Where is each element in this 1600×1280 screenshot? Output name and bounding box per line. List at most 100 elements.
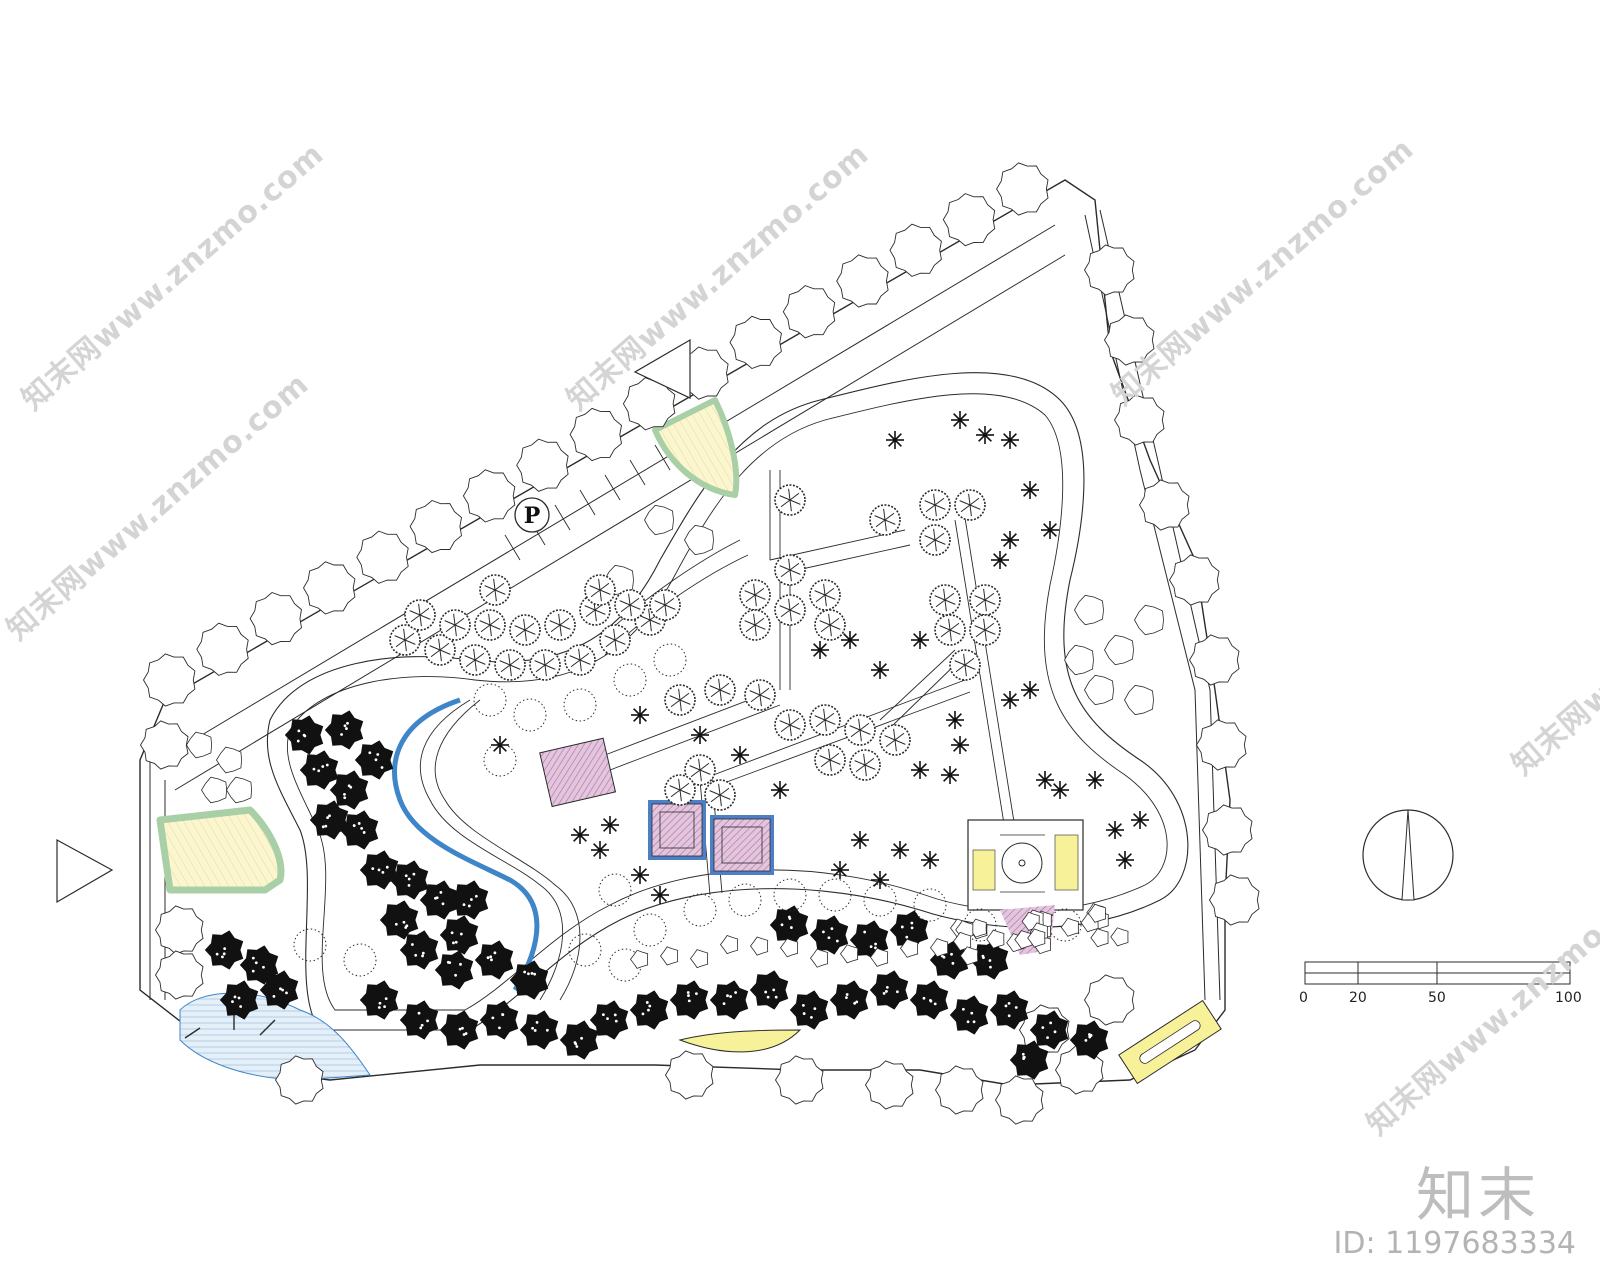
tree-symbol-icon — [529, 649, 561, 681]
tree-symbol-icon — [774, 709, 806, 741]
tree-symbol-icon — [1131, 811, 1149, 829]
tree-symbol-icon — [516, 438, 569, 492]
tree-symbol-icon — [633, 913, 667, 947]
tree-symbol-icon — [449, 880, 489, 920]
tree-symbol-icon — [864, 1060, 914, 1110]
tree-symbol-icon — [841, 631, 859, 649]
tree-symbol-icon — [462, 469, 516, 523]
tree-symbol-icon — [749, 936, 769, 956]
tree-symbol-icon — [963, 908, 997, 942]
tree-symbol-icon — [664, 684, 696, 716]
tree-symbol-icon — [1103, 314, 1155, 366]
tree-symbol-icon — [774, 1055, 824, 1105]
tree-symbol-icon — [1064, 644, 1094, 676]
tree-symbol-icon — [946, 711, 964, 729]
tree-symbol-icon — [782, 285, 836, 339]
tree-symbol-icon — [949, 649, 981, 681]
brand-logo: 知末 — [1415, 1161, 1540, 1229]
tree-symbol-icon — [1188, 634, 1240, 686]
tree-symbol-icon — [959, 946, 979, 966]
tree-symbol-icon — [219, 980, 259, 1020]
tree-symbol-icon — [871, 661, 889, 679]
tree-symbol-icon — [951, 736, 969, 754]
tree-symbol-icon — [186, 731, 213, 759]
tree-symbol-icon — [356, 530, 409, 584]
tree-symbol-icon — [439, 915, 479, 955]
tree-symbol-icon — [559, 1020, 599, 1060]
tree-symbol-icon — [299, 750, 339, 790]
tree-symbol-icon — [389, 860, 429, 900]
tree-symbol-icon — [601, 816, 619, 834]
tree-symbol-icon — [1168, 554, 1220, 606]
tree-symbol-icon — [1001, 431, 1019, 449]
tree-symbol-icon — [1029, 1010, 1069, 1050]
tree-symbol-icon — [1021, 481, 1039, 499]
tree-symbol-icon — [309, 800, 349, 840]
tree-symbol-icon — [951, 411, 969, 429]
tree-symbol-icon — [731, 746, 749, 764]
tree-symbol-icon — [599, 624, 631, 656]
tree-symbol-icon — [779, 938, 799, 958]
scale-label-50: 50 — [1428, 990, 1446, 1006]
tree-symbol-icon — [142, 653, 196, 707]
tree-symbol-icon — [911, 631, 929, 649]
tree-symbol-icon — [302, 561, 356, 615]
tree-symbol-icon — [749, 970, 789, 1010]
tree-symbol-icon — [909, 980, 949, 1020]
tree-symbol-icon — [494, 649, 526, 681]
tree-symbol-icon — [1208, 874, 1260, 926]
tree-symbol-icon — [201, 776, 228, 804]
tree-symbol-icon — [1060, 917, 1079, 937]
tree-symbol-icon — [434, 950, 474, 990]
tree-symbol-icon — [986, 929, 1005, 949]
tree-symbol-icon — [1134, 604, 1164, 636]
tree-symbol-icon — [1138, 479, 1190, 531]
tree-symbol-icon — [809, 704, 841, 736]
tree-symbol-icon — [684, 524, 714, 556]
tree-symbol-icon — [913, 888, 947, 922]
tree-symbol-icon — [989, 990, 1029, 1030]
parking-stalls — [504, 444, 671, 561]
tree-symbol-icon — [1086, 771, 1104, 789]
tree-symbol-icon — [669, 980, 709, 1020]
tree-symbol-icon — [1087, 903, 1106, 923]
tree-symbol-icon — [589, 1000, 629, 1040]
tree-symbol-icon — [836, 254, 889, 308]
tree-symbol-icon — [631, 866, 649, 884]
tree-symbol-icon — [473, 683, 507, 717]
tree-symbol-icon — [683, 893, 717, 927]
tree-symbol-icon — [614, 589, 646, 621]
tree-symbol-icon — [869, 504, 901, 536]
tree-symbol-icon — [1113, 394, 1165, 446]
grass-bed-north — [652, 397, 740, 498]
tree-symbol-icon — [1104, 634, 1134, 666]
tree-symbol-icon — [139, 720, 189, 770]
tree-symbol-icon — [1083, 244, 1135, 296]
tree-symbol-icon — [483, 743, 517, 777]
tree-symbol-icon — [844, 714, 876, 746]
tree-symbol-icon — [324, 710, 364, 750]
tree-symbol-icon — [564, 644, 596, 676]
tree-symbol-icon — [886, 431, 904, 449]
tree-symbol-icon — [879, 724, 911, 756]
tree-symbol-icon — [1041, 521, 1059, 539]
tree-symbol-icon — [399, 1000, 439, 1040]
tree-symbol-icon — [653, 643, 687, 677]
tree-symbol-icon — [1021, 681, 1039, 699]
north-arrow-icon — [1362, 809, 1454, 901]
tree-symbol-icon — [704, 674, 736, 706]
tree-symbol-icon — [942, 193, 996, 247]
tree-symbol-icon — [949, 995, 989, 1035]
tree-symbol-icon — [919, 524, 951, 556]
tree-symbol-icon — [1201, 804, 1253, 856]
tree-symbol-icon — [774, 484, 806, 516]
tree-symbol-icon — [771, 781, 789, 799]
plaza-purple — [539, 737, 617, 808]
tree-symbol-icon — [684, 754, 716, 786]
tree-symbol-icon — [439, 609, 471, 641]
tree-symbol-icon — [719, 935, 739, 955]
tree-symbol-icon — [991, 551, 1009, 569]
tree-symbol-icon — [818, 878, 852, 912]
tree-symbol-icon — [359, 850, 399, 890]
